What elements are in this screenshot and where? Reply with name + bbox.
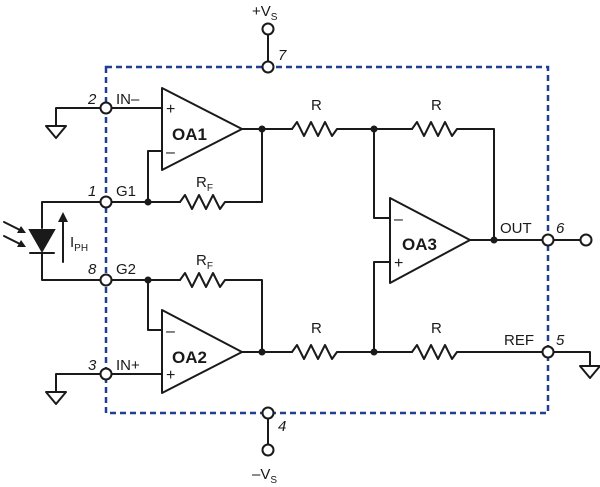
label-ref: REF — [504, 332, 534, 349]
pin-8 — [99, 273, 113, 287]
label-rf-bottom: RF — [196, 252, 213, 272]
pin-number-1: 1 — [88, 183, 96, 200]
opamp-oa2 — [161, 309, 243, 394]
label-oa1: OA1 — [172, 125, 207, 144]
label-oa3: OA3 — [402, 235, 437, 254]
pin-number-2: 2 — [87, 91, 97, 108]
pin-5 — [541, 345, 555, 359]
opamp-oa1 — [161, 87, 243, 171]
supply-minus-label: –VS — [252, 466, 277, 486]
photodiode — [28, 229, 56, 254]
terminal-out — [579, 233, 593, 247]
junction-dots — [144, 125, 498, 356]
resistor-r-top-right — [411, 121, 463, 137]
ground-symbol-in-plus — [45, 391, 67, 405]
label-oa2: OA2 — [172, 348, 207, 367]
light-arrows-icon — [3, 221, 26, 247]
label-g1: G1 — [116, 183, 136, 200]
resistor-rf-bottom — [179, 272, 231, 288]
pin-number-5: 5 — [556, 332, 565, 349]
resistor-r-bottom-right — [411, 344, 463, 360]
label-g2: G2 — [116, 261, 136, 278]
pin-7 — [261, 60, 275, 74]
oa1-minus-sign: – — [166, 144, 175, 161]
pin-number-7: 7 — [278, 47, 287, 64]
terminal-minus-vs — [261, 443, 275, 457]
pin-1 — [99, 195, 113, 209]
oa2-plus-sign: + — [166, 367, 175, 384]
label-r-bottom-right: R — [431, 320, 442, 337]
ground-symbol-in-minus — [45, 125, 67, 139]
pin-number-3: 3 — [88, 357, 97, 374]
wires — [41, 34, 591, 445]
current-arrow-icon — [58, 212, 68, 263]
label-r-bottom-left: R — [311, 320, 322, 337]
oa3-plus-sign: + — [394, 255, 403, 272]
oa2-minus-sign: – — [166, 323, 175, 340]
resistor-r-top-left — [291, 121, 343, 137]
label-rf-top: RF — [196, 174, 213, 194]
label-out: OUT — [500, 220, 532, 237]
opamp-oa3 — [389, 197, 471, 284]
terminal-plus-vs — [261, 22, 275, 36]
pin-4 — [261, 406, 275, 420]
oa3-minus-sign: – — [394, 211, 403, 228]
pin-number-4: 4 — [278, 418, 286, 435]
resistor-r-bottom-left — [291, 344, 343, 360]
label-r-top-left: R — [311, 97, 322, 114]
supply-plus-label: +VS — [252, 3, 278, 23]
pin-6 — [541, 233, 555, 247]
pin-number-8: 8 — [88, 261, 97, 278]
label-r-top-right: R — [431, 97, 442, 114]
pin-3 — [99, 367, 113, 381]
label-in-plus: IN+ — [116, 357, 140, 374]
pin-number-6: 6 — [556, 220, 565, 237]
label-iph: IPH — [70, 234, 88, 254]
ground-symbol-ref — [579, 365, 600, 379]
oa1-plus-sign: + — [166, 101, 175, 118]
resistor-rf-top — [179, 194, 231, 210]
pin-2 — [99, 101, 113, 115]
label-in-minus: IN– — [116, 91, 140, 108]
